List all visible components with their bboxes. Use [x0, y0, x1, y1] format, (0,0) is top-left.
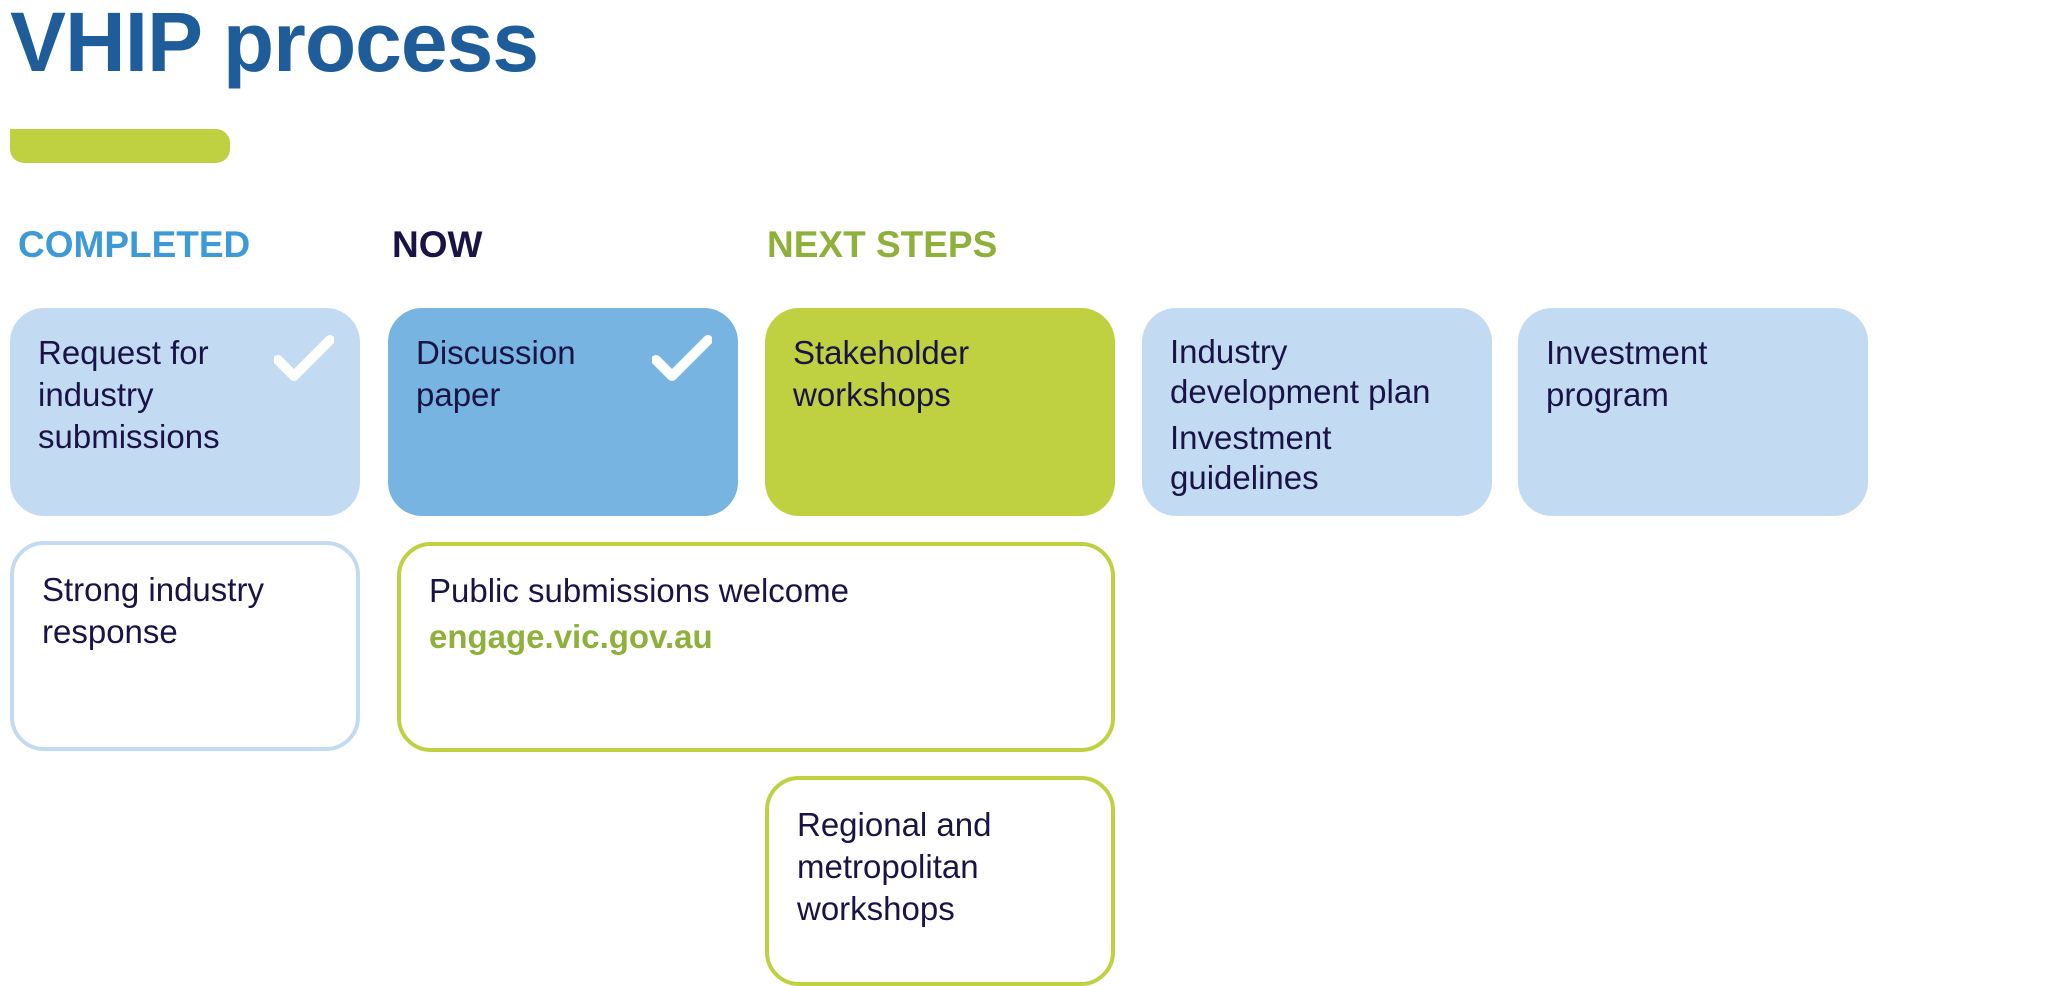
engage-vic-link[interactable]: engage.vic.gov.au: [429, 618, 713, 655]
checkmark-icon: [274, 335, 334, 381]
heading-now: NOW: [392, 224, 483, 265]
checkmark-icon: [652, 335, 712, 381]
card-label: Investment program: [1546, 334, 1708, 413]
card-label: Discussion paper: [416, 334, 576, 413]
card-label: Industry development plan: [1170, 333, 1431, 410]
card-regional-metropolitan-workshops: Regional and metropolitan workshops: [765, 776, 1115, 986]
heading-next-steps: NEXT STEPS: [767, 224, 998, 265]
card-public-submissions: Public submissions welcome engage.vic.go…: [397, 542, 1115, 752]
title-accent-bar: [10, 129, 230, 163]
card-stakeholder-workshops: Stakeholder workshops: [765, 308, 1115, 516]
card-label-secondary: Investment guidelines: [1170, 419, 1332, 496]
card-label: Public submissions welcome: [429, 572, 849, 609]
page-title: VHIP process: [10, 0, 539, 89]
heading-completed: COMPLETED: [18, 224, 251, 265]
card-label: Regional and metropolitan workshops: [797, 806, 992, 927]
card-label: Stakeholder workshops: [793, 334, 970, 413]
card-strong-industry-response: Strong industry response: [10, 541, 360, 751]
card-investment-program: Investment program: [1518, 308, 1868, 516]
card-label: Strong industry response: [42, 571, 264, 650]
card-request-for-industry-submissions: Request for industry submissions: [10, 308, 360, 516]
card-industry-development-plan: Industry development plan Investment gui…: [1142, 308, 1492, 516]
card-discussion-paper: Discussion paper: [388, 308, 738, 516]
card-label: Request for industry submissions: [38, 334, 220, 455]
